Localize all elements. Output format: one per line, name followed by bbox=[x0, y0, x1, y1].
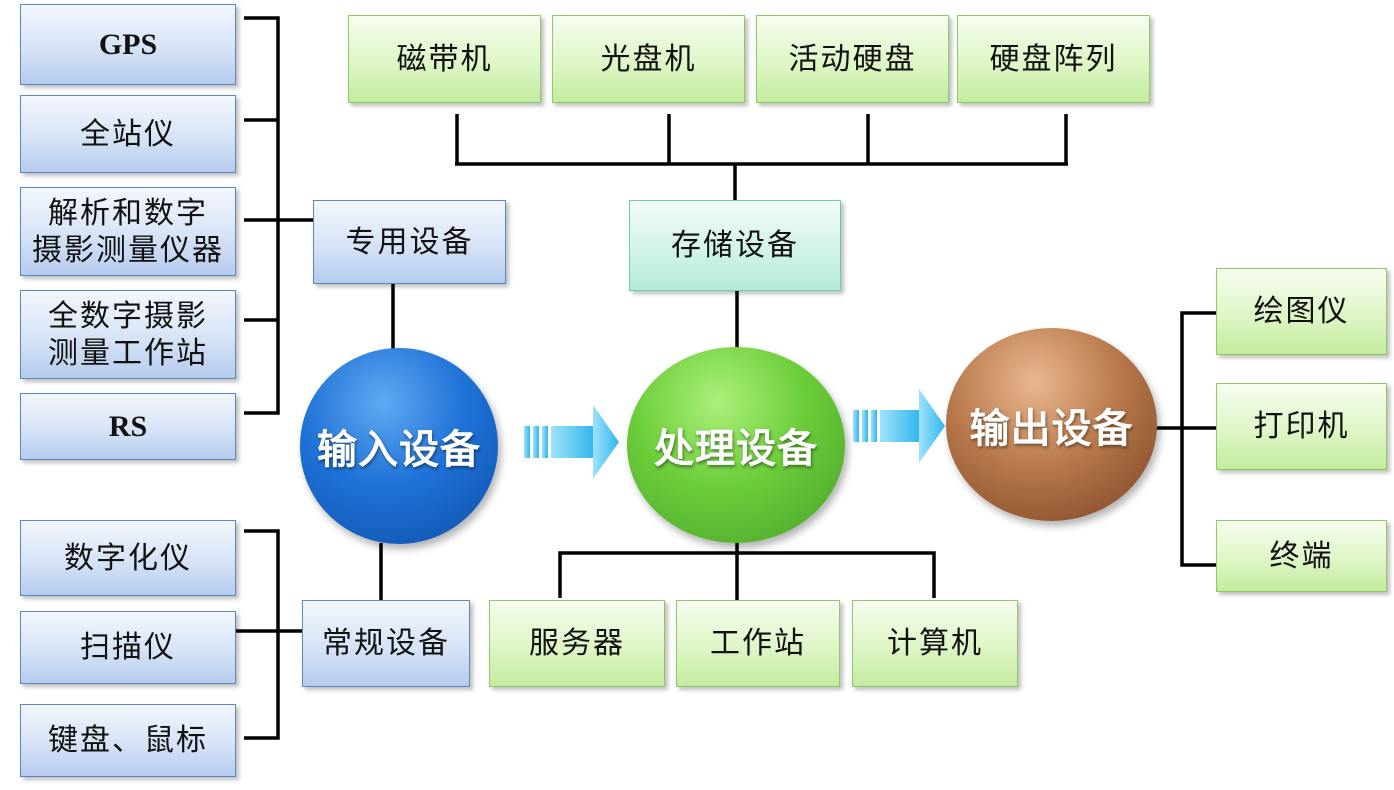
special-item-rs: RS bbox=[20, 393, 236, 460]
special-item-gps: GPS bbox=[20, 4, 236, 85]
output-device-node: 输出设备 bbox=[946, 328, 1157, 521]
storage-item-tape-drive: 磁带机 bbox=[348, 15, 541, 103]
regular-item-scanner: 扫描仪 bbox=[20, 611, 236, 684]
special-equipment-node: 专用设备 bbox=[313, 200, 506, 284]
processing-item-server: 服务器 bbox=[489, 600, 665, 687]
process-device-node: 处理设备 bbox=[627, 347, 845, 543]
regular-equipment-node: 常规设备 bbox=[302, 600, 470, 687]
storage-item-removable-disk: 活动硬盘 bbox=[756, 15, 949, 103]
special-item-photogrammetry-workstation: 全数字摄影 测量工作站 bbox=[20, 290, 236, 379]
processing-item-workstation: 工作站 bbox=[676, 600, 840, 687]
output-item-printer: 打印机 bbox=[1216, 383, 1387, 470]
output-item-terminal: 终端 bbox=[1216, 520, 1387, 592]
regular-item-keyboard-mouse: 键盘、鼠标 bbox=[20, 704, 236, 777]
storage-equipment-node: 存储设备 bbox=[629, 200, 841, 291]
output-item-plotter: 绘图仪 bbox=[1216, 268, 1387, 355]
input-device-node: 输入设备 bbox=[300, 348, 498, 544]
regular-item-digitizer: 数字化仪 bbox=[20, 520, 236, 596]
arrow-process-to-output bbox=[853, 389, 945, 463]
processing-item-computer: 计算机 bbox=[852, 600, 1018, 687]
special-item-photogrammetry-instrument: 解析和数字 摄影测量仪器 bbox=[20, 187, 236, 276]
special-item-total-station: 全站仪 bbox=[20, 95, 236, 173]
storage-item-disk-array: 硬盘阵列 bbox=[957, 15, 1150, 103]
storage-item-optical-drive: 光盘机 bbox=[552, 15, 745, 103]
arrow-input-to-process bbox=[524, 405, 619, 479]
